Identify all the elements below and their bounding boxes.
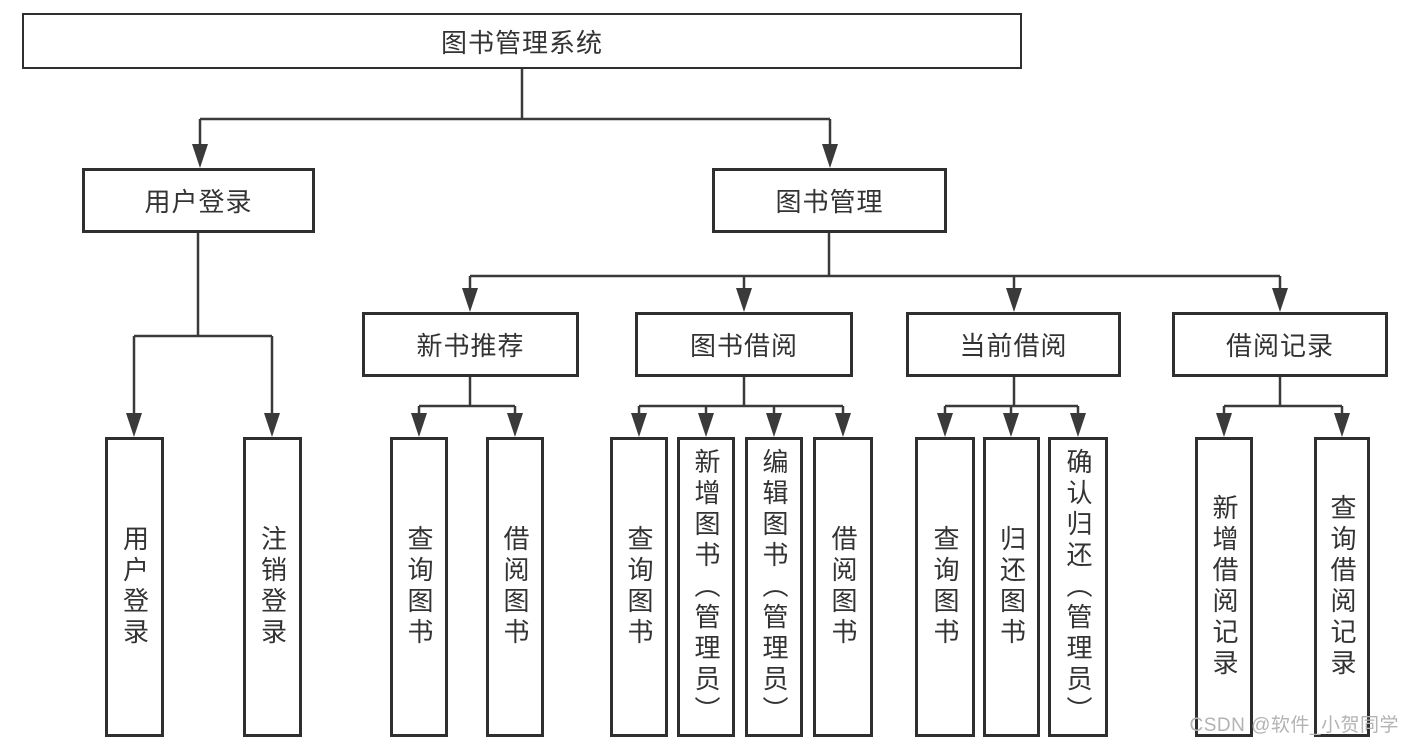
leaf-query-books-recommendation: 查询图书 bbox=[390, 437, 448, 737]
arrowhead-down-icon bbox=[462, 288, 478, 312]
leaf-logout: 注销登录 bbox=[243, 437, 302, 737]
arrowhead-down-icon bbox=[835, 413, 851, 437]
leaf-query-books-current: 查询图书 bbox=[915, 437, 975, 737]
arrowhead-down-icon bbox=[1003, 413, 1019, 437]
arrowhead-down-icon bbox=[1216, 413, 1232, 437]
leaf-add-borrow-record: 新增借阅记录 bbox=[1195, 437, 1253, 737]
node-label: 当前借阅 bbox=[959, 331, 1068, 361]
leaf-borrow-books-borrowing: 借阅图书 bbox=[813, 437, 873, 737]
leaf-query-borrow-record: 查询借阅记录 bbox=[1314, 437, 1370, 737]
node-label: 用户登录 bbox=[144, 187, 253, 217]
node-label: 归还图书 bbox=[996, 525, 1027, 649]
node-label: 用户登录 bbox=[119, 525, 150, 649]
arrowhead-down-icon bbox=[766, 413, 782, 437]
node-label: 编辑图书（管理员） bbox=[759, 447, 789, 727]
leaf-borrow-books-recommendation: 借阅图书 bbox=[486, 437, 544, 737]
node-label: 注销登录 bbox=[257, 525, 288, 649]
node-label: 查询图书 bbox=[624, 525, 654, 649]
node-label: 新增借阅记录 bbox=[1209, 494, 1239, 680]
arrowhead-down-icon bbox=[126, 413, 142, 437]
csdn-watermark: CSDN @软件_小贺同学 bbox=[1189, 715, 1399, 736]
arrowhead-down-icon bbox=[698, 413, 714, 437]
node-label: 图书管理系统 bbox=[440, 27, 603, 58]
arrowhead-down-icon bbox=[631, 413, 647, 437]
arrowhead-down-icon bbox=[736, 288, 752, 312]
arrowhead-down-icon bbox=[507, 413, 523, 437]
node-label: 查询图书 bbox=[930, 525, 960, 649]
arrowhead-down-icon bbox=[411, 413, 427, 437]
node-current-borrowing: 当前借阅 bbox=[906, 312, 1121, 377]
node-label: 图书管理 bbox=[775, 187, 884, 217]
leaf-add-books-admin: 新增图书（管理员） bbox=[677, 437, 735, 737]
arrowhead-down-icon bbox=[822, 144, 838, 168]
node-user-login: 用户登录 bbox=[82, 168, 315, 233]
node-label: 确认归还（管理员） bbox=[1063, 447, 1093, 727]
node-label: 查询图书 bbox=[404, 525, 434, 649]
leaf-edit-books-admin: 编辑图书（管理员） bbox=[745, 437, 803, 737]
node-label: 借阅记录 bbox=[1225, 331, 1334, 361]
leaf-query-books-borrowing: 查询图书 bbox=[610, 437, 668, 737]
arrowhead-down-icon bbox=[264, 413, 280, 437]
arrowhead-down-icon bbox=[937, 413, 953, 437]
node-label: 查询借阅记录 bbox=[1327, 494, 1357, 680]
leaf-return-books: 归还图书 bbox=[983, 437, 1040, 737]
leaf-confirm-return-admin: 确认归还（管理员） bbox=[1048, 437, 1108, 737]
arrowhead-down-icon bbox=[1334, 413, 1350, 437]
node-label: 借阅图书 bbox=[828, 525, 858, 649]
node-book-borrowing: 图书借阅 bbox=[635, 312, 853, 377]
node-library-management-system: 图书管理系统 bbox=[22, 13, 1022, 69]
node-label: 借阅图书 bbox=[500, 525, 530, 649]
arrowhead-down-icon bbox=[1272, 288, 1288, 312]
node-label: 图书借阅 bbox=[689, 331, 798, 361]
node-book-management: 图书管理 bbox=[712, 168, 947, 233]
node-borrowing-records: 借阅记录 bbox=[1172, 312, 1388, 377]
leaf-user-login: 用户登录 bbox=[105, 437, 164, 737]
node-new-book-recommendation: 新书推荐 bbox=[362, 312, 579, 377]
arrowhead-down-icon bbox=[1070, 413, 1086, 437]
node-label: 新增图书（管理员） bbox=[691, 447, 721, 727]
arrowhead-down-icon bbox=[1006, 288, 1022, 312]
arrowhead-down-icon bbox=[192, 144, 208, 168]
node-label: 新书推荐 bbox=[416, 331, 525, 361]
